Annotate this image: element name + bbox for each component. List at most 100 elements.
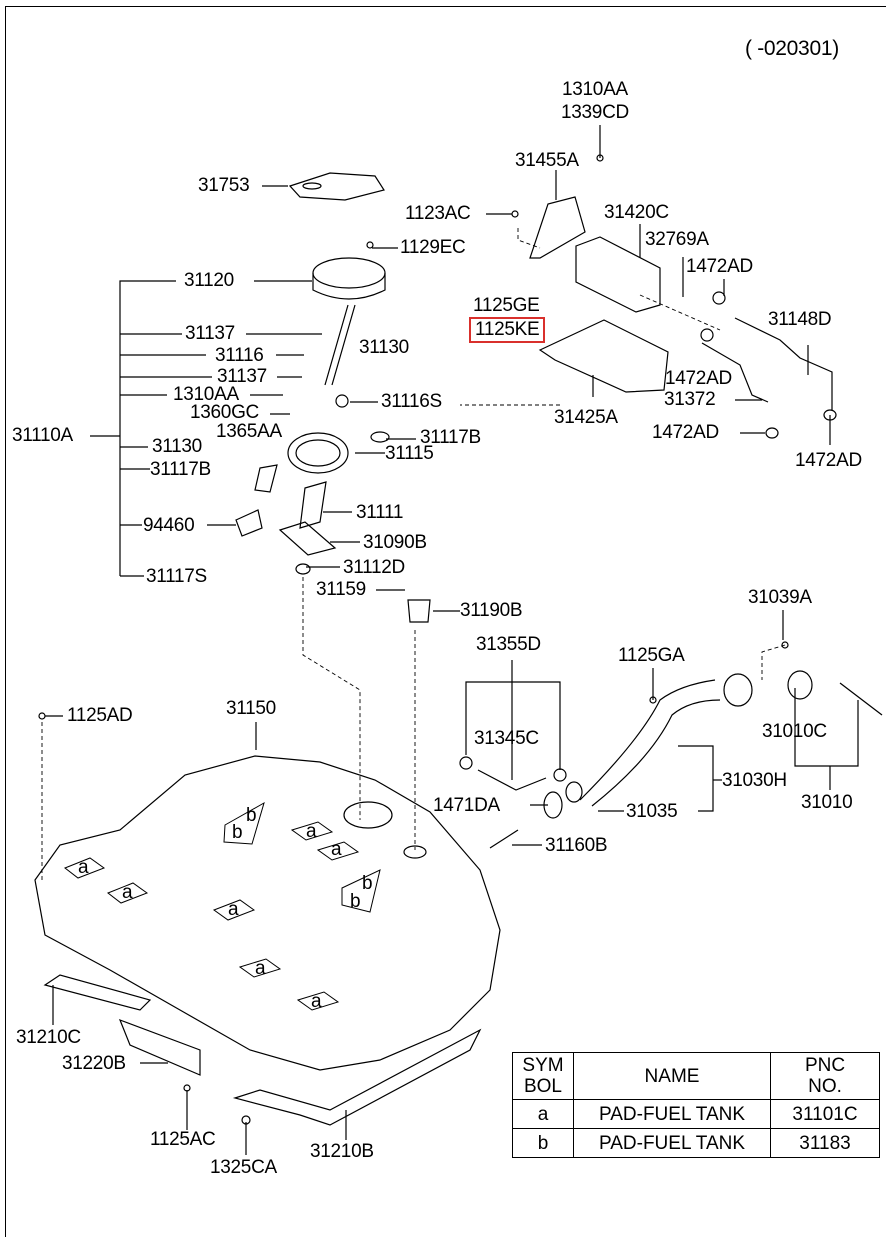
cap-31010C <box>787 670 813 700</box>
part-label-31130[interactable]: 31130 <box>359 337 409 358</box>
part-label-31112D[interactable]: 31112D <box>343 557 405 578</box>
legend-symbol: b <box>512 1128 574 1158</box>
part-label-31137[interactable]: 31137 <box>185 323 235 344</box>
part-label-31030H[interactable]: 31030H <box>722 770 787 791</box>
legend-pnc[interactable]: 31101C <box>770 1099 880 1129</box>
part-label-1129EC[interactable]: 1129EC <box>400 237 466 258</box>
part-label-31220B[interactable]: 31220B <box>62 1053 126 1074</box>
gasket-31753 <box>288 172 385 201</box>
part-label-32769A[interactable]: 32769A <box>645 229 709 250</box>
filter-31090B <box>278 521 337 556</box>
part-label-1125AC[interactable]: 1125AC <box>150 1129 216 1150</box>
pad-symbol-a: a <box>122 882 133 903</box>
part-label-31035[interactable]: 31035 <box>626 801 678 822</box>
part-label-1472AD[interactable]: 1472AD <box>652 422 719 443</box>
pad-symbol-a: a <box>228 899 239 920</box>
filler-neck-31030H <box>579 679 716 801</box>
part-label-31210C[interactable]: 31210C <box>16 1027 81 1048</box>
part-label-31160B[interactable]: 31160B <box>545 835 608 856</box>
part-label-31753[interactable]: 31753 <box>198 175 250 196</box>
part-label-31115[interactable]: 31115 <box>385 443 434 464</box>
part-label-31150[interactable]: 31150 <box>226 698 276 719</box>
part-label-31090B[interactable]: 31090B <box>363 532 427 553</box>
parts-shapes <box>34 154 883 1126</box>
leader-lines <box>45 125 859 1155</box>
part-label-31130[interactable]: 31130 <box>152 436 202 457</box>
legend-symbol: a <box>512 1099 574 1129</box>
hose-31345C <box>477 769 547 791</box>
part-label-31372[interactable]: 31372 <box>664 389 716 410</box>
part-label-31111[interactable]: 31111 <box>356 502 404 523</box>
part-label-31116S[interactable]: 31116S <box>381 391 442 412</box>
legend-row: a PAD-FUEL TANK 31101C <box>512 1099 880 1129</box>
part-label-1125GE[interactable]: 1125GE <box>473 295 540 316</box>
part-label-31148D[interactable]: 31148D <box>768 309 832 330</box>
pad-symbol-b: b <box>232 822 243 843</box>
part-label-1325CA[interactable]: 1325CA <box>210 1157 277 1178</box>
pad-markers <box>63 801 381 1011</box>
date-code: ( -020301) <box>745 37 839 60</box>
legend-row: b PAD-FUEL TANK 31183 <box>512 1128 880 1158</box>
part-label-1125GA[interactable]: 1125GA <box>618 645 685 666</box>
pad-symbol-a: a <box>306 821 317 842</box>
pad-symbol-a: a <box>255 958 266 979</box>
part-label-1472AD[interactable]: 1472AD <box>665 368 732 389</box>
part-label-31117B[interactable]: 31117B <box>150 459 211 480</box>
part-label-31137[interactable]: 31137 <box>217 366 267 387</box>
part-label-1310AA[interactable]: 1310AA <box>173 384 239 405</box>
strap-31210C <box>43 974 152 1011</box>
part-label-1310AA[interactable]: 1310AA <box>562 79 628 100</box>
legend-name: PAD-FUEL TANK <box>573 1128 771 1158</box>
gasket-31115 <box>287 432 349 474</box>
part-label-1472AD[interactable]: 1472AD <box>795 450 862 471</box>
part-label-31345C[interactable]: 31345C <box>474 728 539 749</box>
part-label-94460[interactable]: 94460 <box>143 515 195 536</box>
legend-name: PAD-FUEL TANK <box>573 1099 771 1129</box>
part-label-1471DA[interactable]: 1471DA <box>433 795 500 816</box>
part-label-1123AC[interactable]: 1123AC <box>405 203 471 224</box>
valve-31190B <box>407 599 431 623</box>
part-label-1125AD[interactable]: 1125AD <box>67 705 133 726</box>
part-label-31010C[interactable]: 31010C <box>762 721 827 742</box>
canister-31420C <box>575 236 661 313</box>
tray-31425A <box>538 319 669 393</box>
part-label-1365AA[interactable]: 1365AA <box>216 421 282 442</box>
legend-header-name: NAME <box>573 1052 771 1100</box>
hose-31160B <box>489 829 519 849</box>
pad-symbol-b: b <box>246 805 257 826</box>
diagram-frame <box>5 6 886 1237</box>
part-label-31190B[interactable]: 31190B <box>460 600 523 621</box>
part-label-31117S[interactable]: 31117S <box>146 566 207 587</box>
part-label-31425A[interactable]: 31425A <box>554 407 618 428</box>
exploded-parts-drawing <box>34 125 883 1155</box>
part-label-31117B[interactable]: 31117B <box>420 427 481 448</box>
protector-31220B <box>118 1018 201 1076</box>
part-label-1339CD[interactable]: 1339CD <box>561 102 629 123</box>
part-label-1472AD[interactable]: 1472AD <box>686 256 753 277</box>
hose-31148D <box>734 317 833 410</box>
part-label-31110A[interactable]: 31110A <box>12 425 73 446</box>
part-label-31455A[interactable]: 31455A <box>515 150 579 171</box>
pad-symbol-a: a <box>331 839 342 860</box>
part-label-31210B[interactable]: 31210B <box>310 1141 374 1162</box>
part-label-31039A[interactable]: 31039A <box>748 587 812 608</box>
strap-31210B <box>232 1028 482 1126</box>
bracket-31455A <box>529 196 586 259</box>
part-label-31355D[interactable]: 31355D <box>476 634 541 655</box>
part-label-31116[interactable]: 31116 <box>215 345 264 366</box>
pad-symbol-b: b <box>362 873 373 894</box>
assembly-dash-lines <box>41 228 786 880</box>
part-label-1125KE-highlighted[interactable]: 1125KE <box>468 317 546 343</box>
part-label-31120[interactable]: 31120 <box>184 270 234 291</box>
legend-pnc[interactable]: 31183 <box>770 1128 880 1158</box>
part-label-31159[interactable]: 31159 <box>316 579 366 600</box>
pad-symbol-a: a <box>311 991 322 1012</box>
part-label-1360GC[interactable]: 1360GC <box>190 402 259 423</box>
fuel-tank-31150 <box>34 755 501 1071</box>
part-label-31420C[interactable]: 31420C <box>604 202 669 223</box>
part-label-31010[interactable]: 31010 <box>801 792 853 813</box>
